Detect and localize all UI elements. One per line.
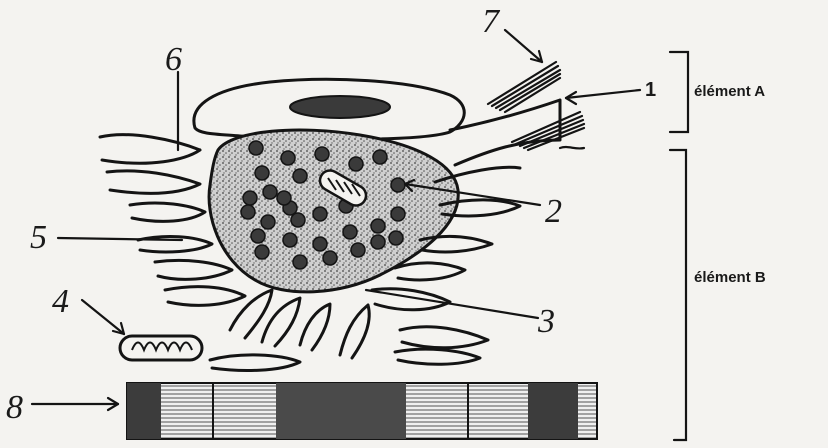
granule <box>249 141 263 155</box>
granule <box>351 243 365 257</box>
granule <box>389 231 403 245</box>
striated-band <box>127 383 597 439</box>
fiber-bundle-bottom <box>512 112 584 150</box>
label-1: 1 <box>645 79 656 101</box>
label-4: 4 <box>52 283 69 320</box>
granule <box>261 215 275 229</box>
granule <box>255 166 269 180</box>
granule <box>371 219 385 233</box>
granule <box>373 150 387 164</box>
granule <box>391 207 405 221</box>
bracket-a <box>670 52 688 132</box>
granule <box>293 255 307 269</box>
segment-a-label: élément A <box>694 83 765 100</box>
granule <box>315 147 329 161</box>
granule <box>251 229 265 243</box>
granule <box>391 178 405 192</box>
granule <box>291 213 305 227</box>
granule <box>255 245 269 259</box>
granule <box>323 251 337 265</box>
granule <box>283 233 297 247</box>
nucleus <box>290 96 390 118</box>
label-8: 8 <box>6 389 23 426</box>
granule <box>241 205 255 219</box>
granule <box>293 169 307 183</box>
granule <box>371 235 385 249</box>
granule <box>263 185 277 199</box>
fiber-tip <box>560 147 584 148</box>
mitochondrion-free <box>120 336 202 360</box>
granule <box>277 191 291 205</box>
granule <box>313 207 327 221</box>
label-5: 5 <box>30 219 47 256</box>
label-3: 3 <box>537 303 555 340</box>
granule <box>343 225 357 239</box>
granule <box>243 191 257 205</box>
label-2: 2 <box>545 193 562 230</box>
segment-b-label: élément B <box>694 269 766 286</box>
label-6: 6 <box>165 41 182 78</box>
label-7: 7 <box>482 3 501 40</box>
granule <box>349 157 363 171</box>
granule <box>313 237 327 251</box>
granule <box>281 151 295 165</box>
bracket-b <box>670 150 686 440</box>
